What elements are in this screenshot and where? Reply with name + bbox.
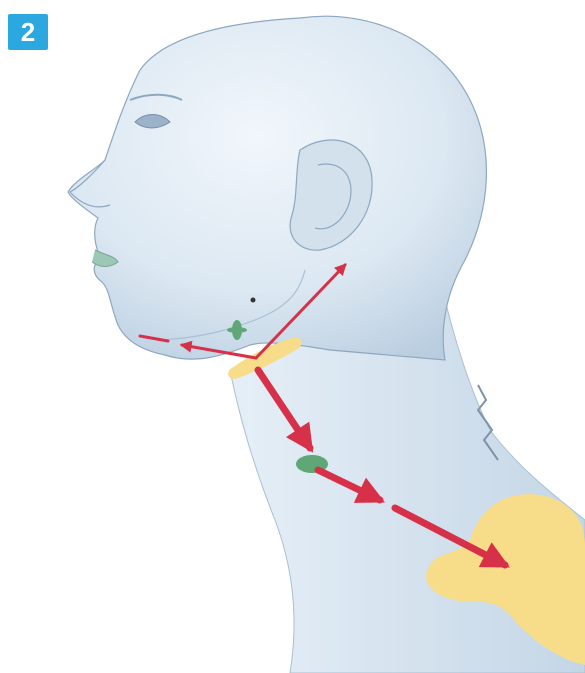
jaw-dot: [251, 298, 256, 303]
